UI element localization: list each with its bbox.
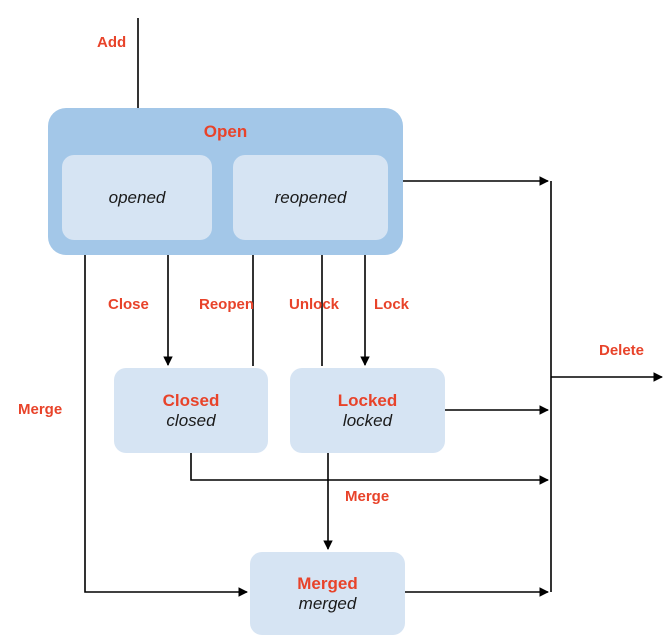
edge-label-reopen: Reopen <box>199 296 255 313</box>
state-merged-name: Merged <box>297 573 358 593</box>
state-locked-value: locked <box>342 410 393 430</box>
edge-label-merge-left: Merge <box>18 401 63 418</box>
state-closed[interactable]: Closed closed <box>114 368 268 453</box>
state-closed-value: closed <box>166 410 216 430</box>
state-opened-value: opened <box>108 187 166 207</box>
edge-label-add: Add <box>97 34 127 51</box>
edge-label-delete: Delete <box>599 342 645 359</box>
edge-label-close: Close <box>108 296 149 313</box>
composite-state-open-label: Open <box>203 122 248 141</box>
edge-label-lock: Lock <box>374 296 410 313</box>
state-locked-name: Locked <box>337 390 398 410</box>
state-reopened[interactable]: reopened <box>233 155 388 240</box>
state-reopened-value: reopened <box>274 187 347 207</box>
state-merged[interactable]: Merged merged <box>250 552 405 635</box>
state-merged-value: merged <box>298 593 357 613</box>
edge-closed-delete <box>190 453 549 485</box>
edge-label-merge-middle: Merge <box>345 488 390 505</box>
edge-label-unlock: Unlock <box>289 296 340 313</box>
state-opened[interactable]: opened <box>62 155 212 240</box>
state-locked[interactable]: Locked locked <box>290 368 445 453</box>
state-closed-name: Closed <box>162 390 220 410</box>
edge-merge-left <box>84 255 248 597</box>
